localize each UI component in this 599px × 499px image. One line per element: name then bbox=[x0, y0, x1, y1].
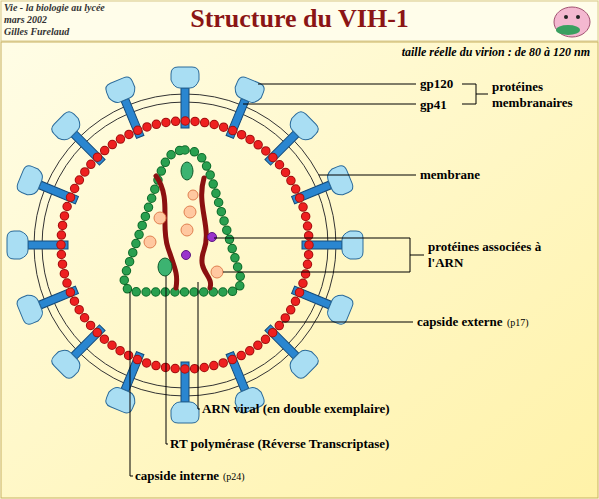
part-label: membrane bbox=[420, 167, 480, 183]
logo bbox=[554, 7, 590, 37]
reverse-transcriptase bbox=[158, 258, 172, 276]
size-note: taille réelle du virion : de 80 à 120 nm bbox=[402, 45, 590, 59]
date-note: mars 2002 bbox=[4, 14, 47, 26]
part-label: ARN viral (en double exemplaire) bbox=[202, 401, 390, 417]
viral-rna bbox=[156, 176, 211, 288]
membrane-proteins bbox=[7, 67, 363, 423]
main-panel bbox=[1, 42, 598, 498]
membrane-inner bbox=[42, 102, 328, 388]
part-label: RT polymérase (Réverse Transcriptase) bbox=[170, 436, 389, 452]
site-name: Vie - la biologie au lycée bbox=[4, 2, 105, 14]
group-label: protéines membranaires bbox=[492, 79, 592, 111]
rna-protein bbox=[182, 251, 191, 260]
rna-proteins bbox=[144, 190, 223, 278]
part-label: gp41 bbox=[420, 97, 447, 113]
outer-capsid bbox=[61, 121, 309, 369]
protein-code: (p17) bbox=[507, 317, 529, 329]
author-note: Gilles Furelaud bbox=[4, 26, 69, 38]
part-label: protéines associées à l'ARN bbox=[428, 239, 553, 271]
part-label: capside interne bbox=[135, 468, 219, 484]
membrane-outer bbox=[34, 94, 336, 396]
part-label: capside externe bbox=[417, 314, 503, 330]
protein-code: (p24) bbox=[223, 471, 245, 483]
part-label: gp120 bbox=[420, 76, 453, 92]
leader-lines bbox=[130, 84, 488, 476]
reverse-transcriptase bbox=[181, 162, 193, 180]
header-band bbox=[1, 1, 598, 41]
inner-capsid bbox=[124, 150, 240, 292]
rna-protein bbox=[208, 233, 217, 242]
